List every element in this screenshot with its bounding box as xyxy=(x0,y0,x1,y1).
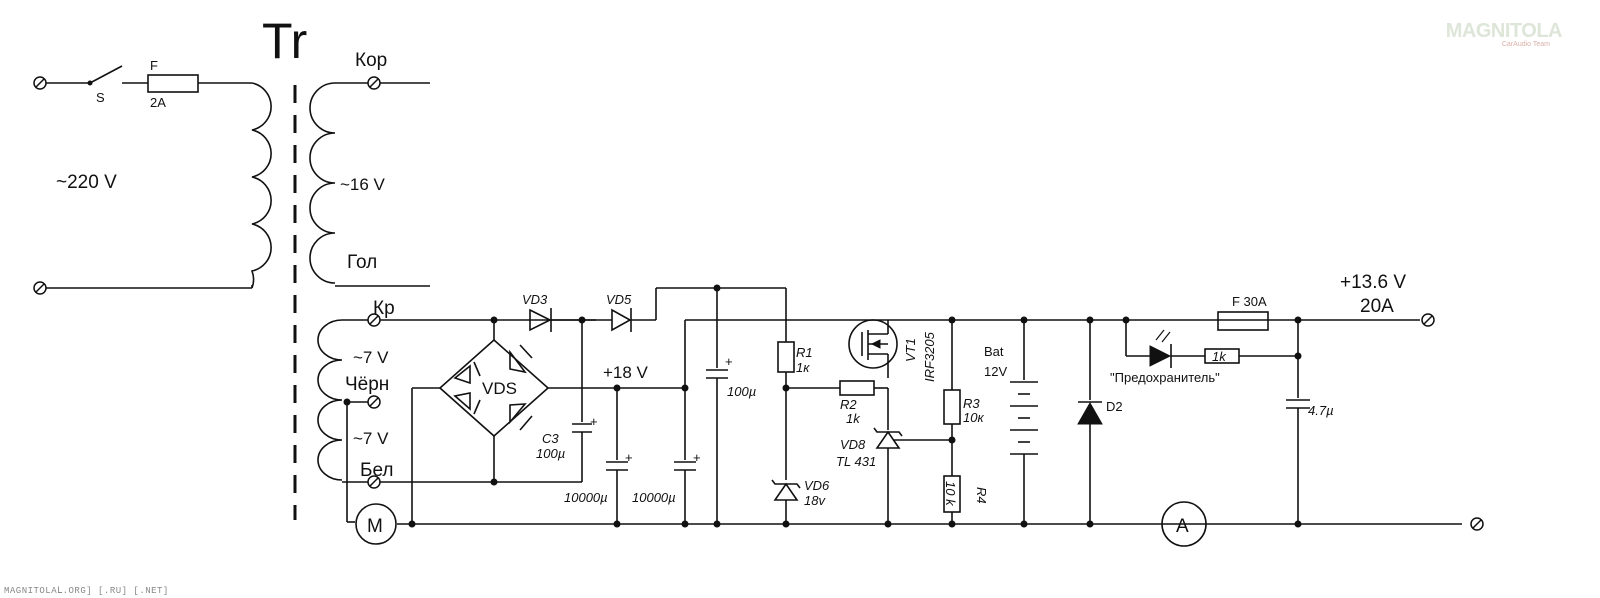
r4-name: R4 xyxy=(974,487,989,504)
r2-name: R2 xyxy=(840,397,857,412)
output-terminal-negative[interactable] xyxy=(1470,517,1484,531)
transformer-title: Tr xyxy=(262,13,307,69)
fuse-in-label: F xyxy=(150,58,158,73)
capacitor-c3: + xyxy=(494,316,598,483)
secondary-16v xyxy=(309,76,430,287)
footer-text: MAGNITOLAⅬ.ORG] [.RU] [.NET] xyxy=(4,586,169,596)
sec1-bottom-label: Гол xyxy=(347,252,377,273)
mosfet-vt1 xyxy=(848,319,952,378)
svg-text:+: + xyxy=(590,414,598,429)
cap-10000b-value: 10000µ xyxy=(632,490,676,505)
svg-text:+: + xyxy=(625,450,633,465)
capacitor-output xyxy=(1286,320,1310,528)
battery-name: Bat xyxy=(984,344,1004,359)
resistor-r1 xyxy=(777,288,795,480)
vd6-name: VD6 xyxy=(804,478,830,493)
led-resistor-value: 1k xyxy=(1212,349,1227,364)
vt1-name: VT1 xyxy=(903,338,918,362)
vd3-label: VD3 xyxy=(522,292,548,307)
shunt-reference-vd8 xyxy=(873,427,952,528)
ammeter xyxy=(1161,501,1207,547)
vd8-name: VD8 xyxy=(840,437,866,452)
sec2-mid-label: Чёрн xyxy=(345,374,389,395)
bridge-rectifier-vds xyxy=(408,316,685,528)
r3-name: R3 xyxy=(963,396,980,411)
mains-terminal-bottom[interactable] xyxy=(33,281,47,295)
r2-value: 1k xyxy=(846,411,861,426)
watermark-sub: CarAudio Team xyxy=(1501,41,1550,48)
vt1-part: IRF3205 xyxy=(922,331,937,382)
capacitor-10000b: + xyxy=(674,319,786,528)
output-terminal-positive[interactable] xyxy=(1421,313,1435,327)
primary-circuit xyxy=(33,65,272,295)
cap-100-value: 100µ xyxy=(727,384,756,399)
sec2-v1-label: ~7 V xyxy=(353,348,389,367)
primary-winding xyxy=(250,82,272,289)
sec1-voltage-label: ~16 V xyxy=(340,175,386,194)
mains-voltage-label: ~220 V xyxy=(56,172,117,193)
resistor-r2 xyxy=(786,380,888,396)
resistor-r4 xyxy=(943,475,961,528)
switch-label: S xyxy=(96,90,105,105)
battery-value: 12V xyxy=(984,364,1007,379)
diode-vd5 xyxy=(611,308,632,332)
watermark-logo: MAGNITOLA xyxy=(1445,20,1563,42)
c3-name: C3 xyxy=(542,431,559,446)
motor xyxy=(347,503,1484,545)
fuse-out-label: F 30A xyxy=(1232,294,1267,309)
rail-18v-label: +18 V xyxy=(603,363,649,382)
vd5-label: VD5 xyxy=(606,292,632,307)
fuse-input xyxy=(147,74,199,93)
svg-text:+: + xyxy=(725,354,733,369)
r1-name: R1 xyxy=(796,345,813,360)
vd8-part: TL 431 xyxy=(836,454,876,469)
led-caption: "Предохранитель" xyxy=(1110,370,1220,385)
resistor-r3 xyxy=(943,316,961,476)
motor-label: M xyxy=(367,516,383,537)
ammeter-label: A xyxy=(1176,516,1189,537)
vd6-value: 18v xyxy=(804,493,826,508)
mains-terminal-top[interactable] xyxy=(33,76,47,90)
sec2-bottom-label: Бел xyxy=(360,460,394,481)
r1-value: 1к xyxy=(796,360,810,375)
diode-d2 xyxy=(1077,316,1103,528)
c3-value: 100µ xyxy=(536,446,565,461)
svg-text:+: + xyxy=(693,450,701,465)
d2-label: D2 xyxy=(1106,399,1123,414)
output-voltage-label: +13.6 V xyxy=(1340,272,1406,293)
secondary-7v-7v xyxy=(317,313,596,522)
cap-10000a-value: 10000µ xyxy=(564,490,608,505)
output-current-label: 20A xyxy=(1360,296,1394,317)
r4-value: 10 k xyxy=(943,481,958,507)
fuse-in-rating: 2A xyxy=(150,95,166,110)
sec1-top-label: Кор xyxy=(355,50,387,71)
cap-out-value: 4.7µ xyxy=(1308,403,1334,418)
fuse-output xyxy=(1217,311,1269,331)
battery xyxy=(952,316,1298,528)
capacitor-10000a: + xyxy=(606,384,633,528)
capacitor-100: + xyxy=(706,288,733,528)
switch-s[interactable] xyxy=(89,65,123,84)
sec2-v2-label: ~7 V xyxy=(353,429,389,448)
sec2-top-label: Кр xyxy=(373,298,395,319)
zener-vd6 xyxy=(771,479,801,528)
r3-value: 10к xyxy=(963,410,984,425)
bridge-label: VDS xyxy=(482,379,517,398)
